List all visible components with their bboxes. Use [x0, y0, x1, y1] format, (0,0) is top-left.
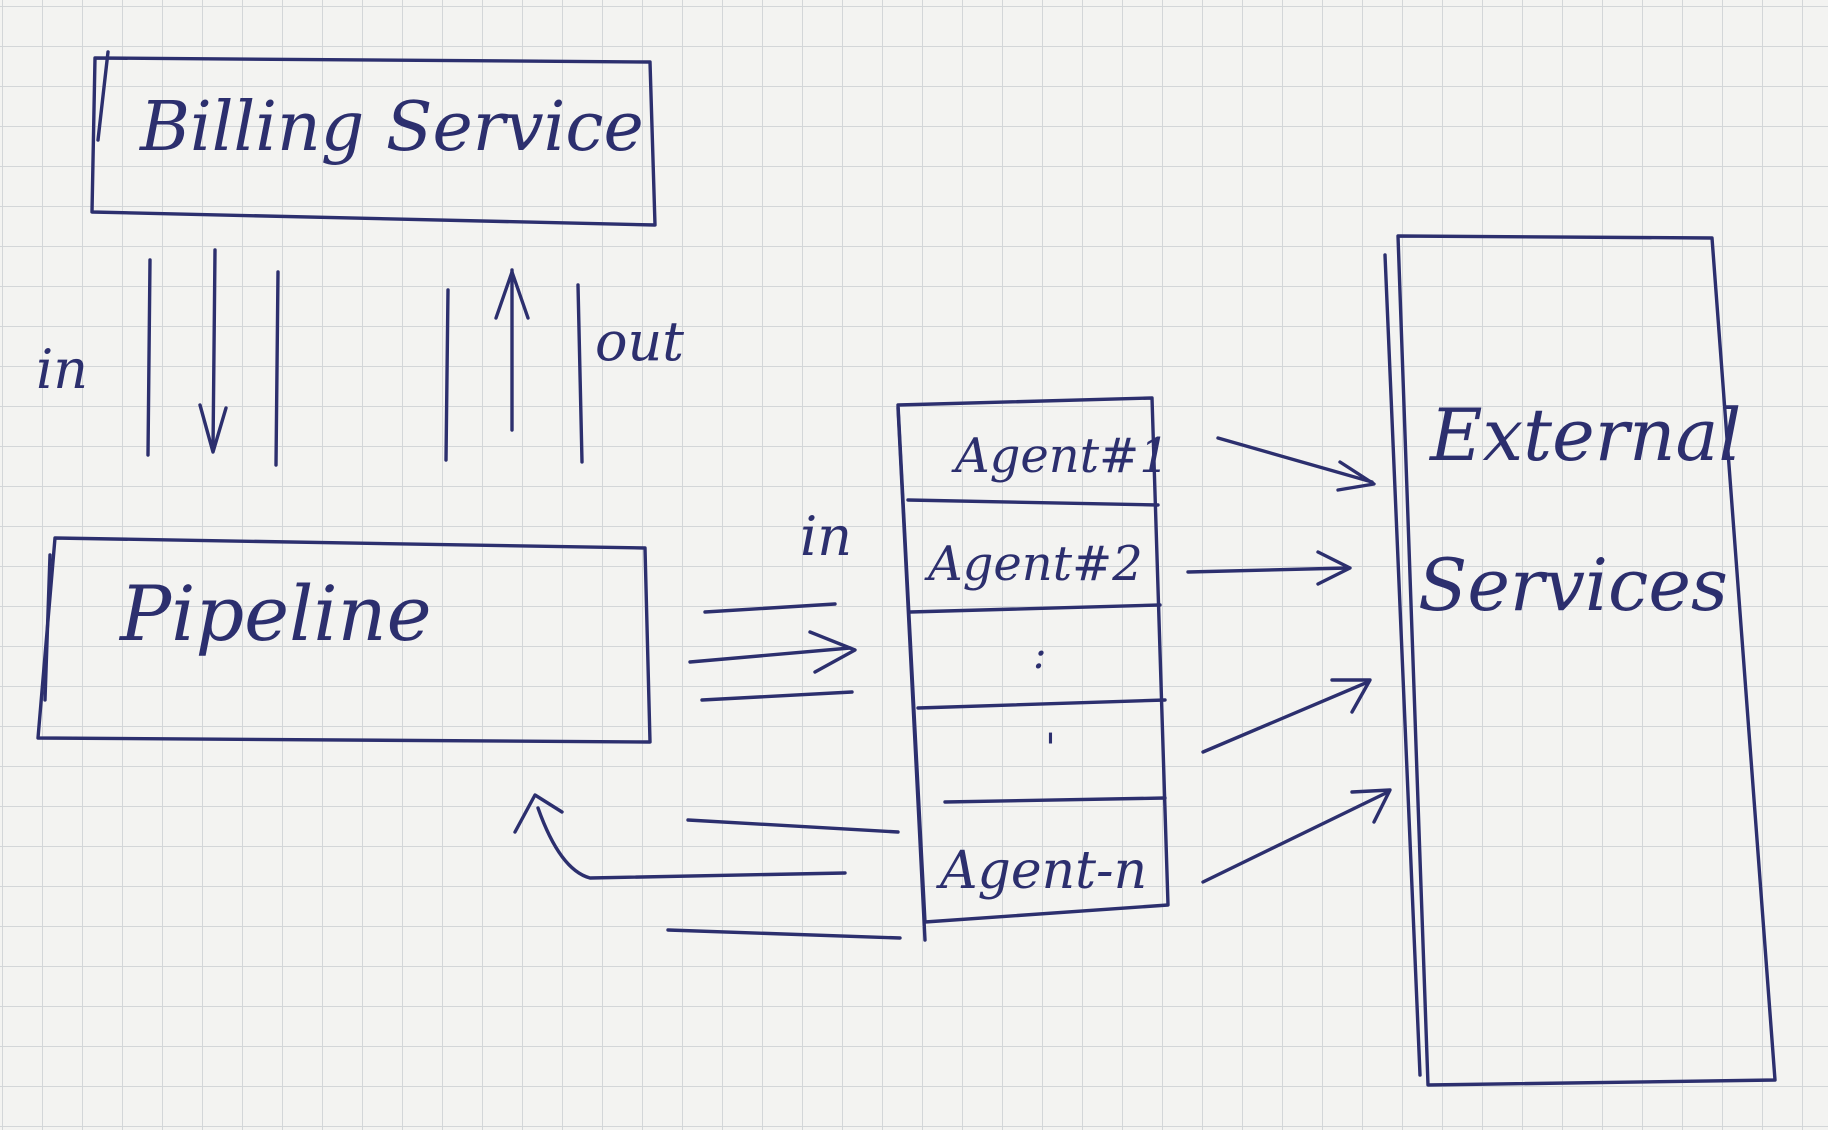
agent-row-4-ellipsis: ' [1045, 726, 1056, 772]
agent-row-2-label: Agent#2 [924, 536, 1143, 592]
pipeline-box: Pipeline [36, 536, 652, 744]
up-arrowhead [494, 270, 530, 320]
pipeline-in-label: in [800, 505, 852, 568]
pipeline-to-agents-connector: in [688, 505, 857, 702]
agent-row-n-label: Agent-n [936, 841, 1147, 901]
external-arrowhead-3 [1330, 678, 1372, 714]
billing-in-label: in [36, 338, 88, 401]
external-arrowhead-4 [1350, 788, 1392, 824]
external-arrowhead-1 [1336, 460, 1376, 492]
down-arrowhead [198, 403, 228, 454]
external-services-line1: External [1428, 393, 1741, 477]
agents-to-pipeline-connector [513, 793, 902, 940]
return-arrowhead [513, 793, 564, 834]
in-arrowhead [808, 630, 857, 674]
billing-pipeline-connectors: in out [36, 248, 684, 467]
agents-stack: Agent#1 Agent#2 : ' Agent-n [896, 396, 1170, 942]
billing-service-label: Billing Service [138, 88, 644, 167]
pipeline-label: Pipeline [118, 569, 432, 658]
agent-row-1-label: Agent#1 [951, 428, 1170, 484]
external-arrowhead-2 [1316, 550, 1352, 586]
agent-row-3-ellipsis: : [1033, 632, 1046, 678]
external-services-box: External Services [1383, 234, 1777, 1087]
agents-to-external-arrows [1186, 436, 1392, 884]
billing-service-box: Billing Service [90, 50, 657, 227]
external-services-line2: Services [1418, 543, 1728, 627]
billing-out-label: out [595, 310, 684, 373]
